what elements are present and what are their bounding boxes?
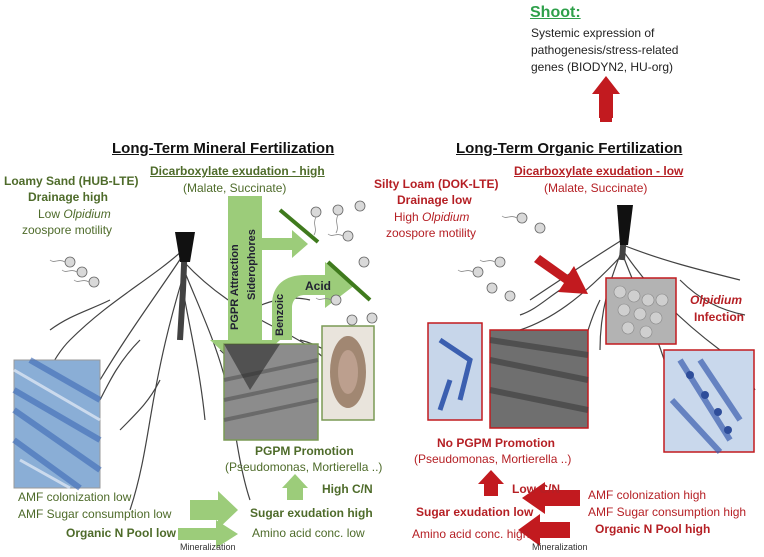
organic-sugar: Sugar exudation low [416, 505, 534, 519]
shoot-arrow [592, 76, 620, 94]
mineralization-arrow-red [518, 514, 570, 546]
benzoic-acid-arrow [272, 262, 355, 340]
mineral-olpidium: Low Olpidium [38, 207, 111, 221]
barrier-line-2 [326, 260, 372, 302]
mineral-amf-sugar: AMF Sugar consumption low [18, 507, 172, 521]
mineral-zoospore: zoospore motility [22, 223, 113, 237]
mineral-drainage: Drainage high [28, 190, 109, 204]
barrier-line-1 [278, 208, 320, 244]
organic-cn: Low C/N [512, 482, 560, 496]
organic-soil: Silty Loam (DOK-LTE) [374, 177, 499, 191]
organic-dicarb: Dicarboxylate exudation - low [514, 164, 684, 178]
pgpr-arrow [210, 196, 280, 372]
organic-amf-colonization: AMF colonization high [588, 488, 707, 502]
amf-arrow-red [522, 482, 580, 514]
organic-amf-sugar: AMF Sugar consumption high [588, 505, 747, 519]
benzoic-label: Benzoic [274, 293, 286, 336]
mineral-dicarb-sub: (Malate, Succinate) [183, 181, 287, 195]
infection-word: Olpidium [690, 293, 742, 307]
siderophores-label: Siderophores [246, 229, 258, 300]
organic-mineralization: Mineralization [532, 542, 588, 552]
organic-heading: Long-Term Organic Fertilization [456, 140, 683, 157]
pgpr-label: PGPR Attraction [229, 244, 241, 330]
amf-arrow [190, 491, 238, 529]
mineral-amino: Amino acid conc. low [252, 526, 365, 540]
mineral-root-crown [175, 232, 195, 262]
infection-arrow [534, 255, 588, 294]
shoot-line-1: Systemic expression of [531, 26, 655, 40]
mineral-cn: High C/N [322, 482, 373, 496]
mineral-mineralization: Mineralization [180, 542, 236, 552]
zoospores [64, 200, 546, 326]
organic-olpidium: High Olpidium [394, 210, 470, 224]
shoot-title: Shoot: [530, 4, 581, 21]
mineral-pgpm: PGPM Promotion [255, 444, 354, 458]
organic-drainage: Drainage low [397, 193, 472, 207]
organic-amino: Amino acid conc. high [412, 527, 530, 541]
siderophore-arrow [262, 230, 308, 258]
acid-label: Acid [305, 279, 332, 293]
infection-label: Infection [694, 310, 744, 324]
organic-zoospore: zoospore motility [386, 226, 477, 240]
organic-npool: Organic N Pool high [595, 522, 711, 536]
mineralization-arrow-green [178, 520, 238, 548]
organic-pgpm: No PGPM Promotion [437, 436, 555, 450]
mineral-amf-colonization: AMF colonization low [18, 490, 132, 504]
high-cn-arrow [282, 474, 308, 500]
mineral-npool: Organic N Pool low [66, 526, 177, 540]
organic-pgpm-sub: (Pseudomonas, Mortierella ..) [414, 452, 572, 466]
organic-root-crown [617, 205, 633, 245]
mineral-soil: Loamy Sand (HUB-LTE) [4, 174, 139, 188]
amf-micrograph-mineral [13, 359, 101, 489]
mineral-heading: Long-Term Mineral Fertilization [112, 140, 335, 157]
mineral-sugar: Sugar exudation high [250, 506, 373, 520]
shoot-line-2: pathogenesis/stress-related [531, 43, 679, 57]
amf-micrograph-organic-small [427, 322, 483, 421]
mineral-pgpm-sub: (Pseudomonas, Mortierella ..) [225, 460, 383, 474]
mineral-dicarb: Dicarboxylate exudation - high [150, 164, 325, 178]
organic-dicarb-sub: (Malate, Succinate) [544, 181, 648, 195]
shoot-line-3: genes (BIODYN2, HU-org) [531, 60, 674, 74]
zoospore-flagella [49, 214, 518, 301]
low-cn-arrow [478, 470, 504, 496]
